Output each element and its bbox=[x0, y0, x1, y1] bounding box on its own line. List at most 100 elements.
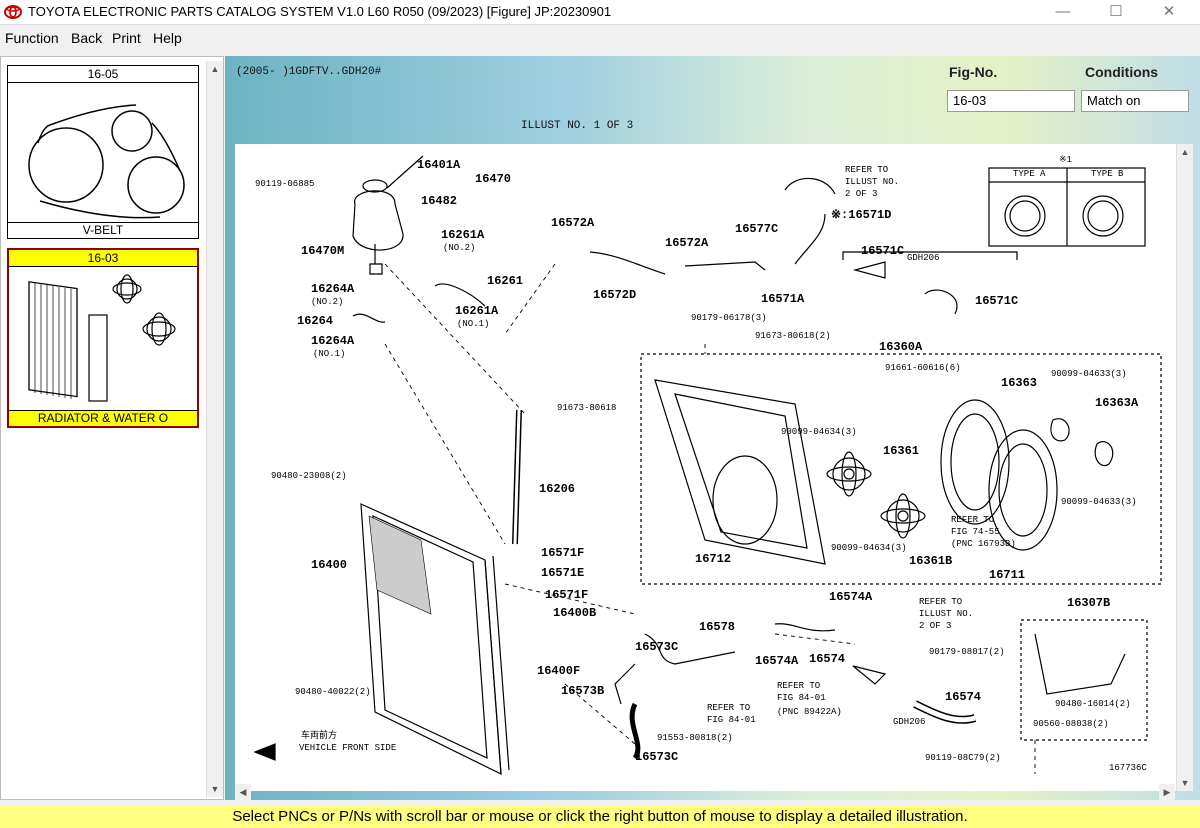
part-callout[interactable]: 16360A bbox=[879, 340, 923, 354]
part-callout[interactable]: 16573B bbox=[561, 684, 604, 698]
part-callout[interactable]: 16571A bbox=[761, 292, 805, 306]
part-callout[interactable]: 91673-80618(2) bbox=[755, 331, 831, 341]
part-callout[interactable]: 16711 bbox=[989, 568, 1025, 582]
part-callout[interactable]: TYPE A bbox=[1013, 169, 1046, 179]
part-callout[interactable]: 16573C bbox=[635, 750, 678, 764]
scroll-down-icon[interactable]: ▼ bbox=[1177, 775, 1193, 791]
close-button[interactable]: ✕ bbox=[1162, 3, 1176, 20]
part-callout[interactable]: REFER TO bbox=[845, 165, 888, 175]
part-callout[interactable]: 16361B bbox=[909, 554, 952, 568]
part-callout[interactable]: 90099-04634(3) bbox=[781, 427, 857, 437]
part-callout[interactable]: 90179-06178(3) bbox=[691, 313, 767, 323]
menu-help[interactable]: Help bbox=[153, 30, 182, 46]
part-callout[interactable]: 16574A bbox=[755, 654, 799, 668]
part-callout[interactable]: 16572D bbox=[593, 288, 636, 302]
part-callout[interactable]: 90099-04634(3) bbox=[831, 543, 907, 553]
part-callout[interactable]: 16574 bbox=[945, 690, 981, 704]
part-callout[interactable]: 16361 bbox=[883, 444, 919, 458]
part-callout[interactable]: 16573C bbox=[635, 640, 678, 654]
figure-thumb-16-05[interactable]: 16-05 V-BELT bbox=[7, 65, 199, 239]
part-callout[interactable]: (PNC 89422A) bbox=[777, 707, 842, 717]
part-callout[interactable]: 91673-80618 bbox=[557, 403, 616, 413]
part-callout[interactable]: 91553-80818(2) bbox=[657, 733, 733, 743]
part-callout[interactable]: 167736C bbox=[1109, 763, 1147, 773]
part-callout[interactable]: 16363 bbox=[1001, 376, 1037, 390]
scroll-up-icon[interactable]: ▲ bbox=[207, 61, 223, 77]
part-callout[interactable]: 90560-08038(2) bbox=[1033, 719, 1109, 729]
part-callout[interactable]: 16577C bbox=[735, 222, 778, 236]
fig-no-field[interactable]: 16-03 bbox=[947, 90, 1075, 112]
part-callout[interactable]: 16307B bbox=[1067, 596, 1110, 610]
menu-back[interactable]: Back bbox=[71, 30, 103, 46]
part-callout[interactable]: (NO.2) bbox=[311, 297, 343, 307]
part-callout[interactable]: 90119-06885 bbox=[255, 179, 314, 189]
part-callout[interactable]: 2 OF 3 bbox=[919, 621, 951, 631]
part-callout[interactable]: 16571F bbox=[541, 546, 584, 560]
scroll-up-icon[interactable]: ▲ bbox=[1177, 144, 1193, 160]
part-callout[interactable]: TYPE B bbox=[1091, 169, 1124, 179]
part-callout[interactable]: 16572A bbox=[551, 216, 595, 230]
part-callout[interactable]: 16571E bbox=[541, 566, 584, 580]
part-callout[interactable]: GDH206 bbox=[907, 253, 939, 263]
part-callout[interactable]: 16574 bbox=[809, 652, 845, 666]
part-callout[interactable]: 16401A bbox=[417, 158, 461, 172]
scroll-down-icon[interactable]: ▼ bbox=[207, 781, 223, 797]
part-callout[interactable]: FIG 84-01 bbox=[707, 715, 756, 725]
part-callout[interactable]: 16470 bbox=[475, 172, 511, 186]
part-callout[interactable]: 2 OF 3 bbox=[845, 189, 877, 199]
part-callout[interactable]: 16261 bbox=[487, 274, 523, 288]
part-callout[interactable]: 16261A bbox=[455, 304, 499, 318]
part-callout[interactable]: 16571F bbox=[545, 588, 588, 602]
part-callout[interactable]: 16264 bbox=[297, 314, 333, 328]
part-callout[interactable]: (NO.1) bbox=[313, 349, 345, 359]
menu-print[interactable]: Print bbox=[112, 30, 141, 46]
part-callout[interactable]: 16206 bbox=[539, 482, 575, 496]
part-callout[interactable]: 90480-40022(2) bbox=[295, 687, 371, 697]
maximize-button[interactable]: ☐ bbox=[1109, 3, 1123, 20]
part-callout[interactable]: VEHICLE FRONT SIDE bbox=[299, 743, 396, 753]
part-callout[interactable]: ILLUST NO. bbox=[919, 609, 973, 619]
scroll-left-icon[interactable]: ◀ bbox=[235, 784, 251, 800]
part-callout[interactable]: 90099-04633(3) bbox=[1061, 497, 1137, 507]
figure-list-scrollbar[interactable]: ▲ ▼ bbox=[206, 61, 223, 797]
part-callout[interactable]: 90099-04633(3) bbox=[1051, 369, 1127, 379]
part-callout[interactable]: (PNC 16793B) bbox=[951, 539, 1016, 549]
part-callout[interactable]: (NO.1) bbox=[457, 319, 489, 329]
part-callout[interactable]: GDH206 bbox=[893, 717, 925, 727]
scroll-right-icon[interactable]: ▶ bbox=[1159, 784, 1175, 800]
part-callout[interactable]: 16574A bbox=[829, 590, 873, 604]
part-callout[interactable]: 16712 bbox=[695, 552, 731, 566]
part-callout[interactable]: REFER TO bbox=[707, 703, 750, 713]
part-callout[interactable]: 91661-60616(6) bbox=[885, 363, 961, 373]
part-callout[interactable]: 90480-23008(2) bbox=[271, 471, 347, 481]
part-callout[interactable]: 16264A bbox=[311, 334, 355, 348]
part-callout[interactable]: REFER TO bbox=[951, 515, 994, 525]
part-callout[interactable]: 16363A bbox=[1095, 396, 1139, 410]
part-callout[interactable]: 16482 bbox=[421, 194, 457, 208]
part-callout[interactable]: (NO.2) bbox=[443, 243, 475, 253]
part-callout[interactable]: 90179-08017(2) bbox=[929, 647, 1005, 657]
part-callout[interactable]: FIG 84-01 bbox=[777, 693, 826, 703]
part-callout[interactable]: REFER TO bbox=[777, 681, 820, 691]
part-callout[interactable]: 16261A bbox=[441, 228, 485, 242]
minimize-button[interactable]: — bbox=[1055, 3, 1071, 20]
part-callout[interactable]: 16470M bbox=[301, 244, 344, 258]
menu-function[interactable]: Function bbox=[5, 30, 59, 46]
part-callout[interactable]: 16264A bbox=[311, 282, 355, 296]
part-callout[interactable]: ※:16571D bbox=[831, 208, 891, 222]
part-callout[interactable]: ILLUST NO. bbox=[845, 177, 899, 187]
part-callout[interactable]: 车両前方 bbox=[301, 729, 337, 741]
part-callout[interactable]: 16400F bbox=[537, 664, 580, 678]
part-callout[interactable]: 90119-08C79(2) bbox=[925, 753, 1001, 763]
part-callout[interactable]: ※1 bbox=[1059, 155, 1072, 165]
part-callout[interactable]: 16400 bbox=[311, 558, 347, 572]
part-callout[interactable]: 16572A bbox=[665, 236, 709, 250]
part-callout[interactable]: 16571C bbox=[975, 294, 1018, 308]
part-callout[interactable]: 90480-16014(2) bbox=[1055, 699, 1131, 709]
diagram-vscrollbar[interactable]: ▲ ▼ bbox=[1176, 144, 1193, 791]
part-callout[interactable]: 16571C bbox=[861, 244, 904, 258]
part-callout[interactable]: 16400B bbox=[553, 606, 596, 620]
part-callout[interactable]: FIG 74-55 bbox=[951, 527, 1000, 537]
conditions-field[interactable]: Match on bbox=[1081, 90, 1189, 112]
part-callout[interactable]: REFER TO bbox=[919, 597, 962, 607]
